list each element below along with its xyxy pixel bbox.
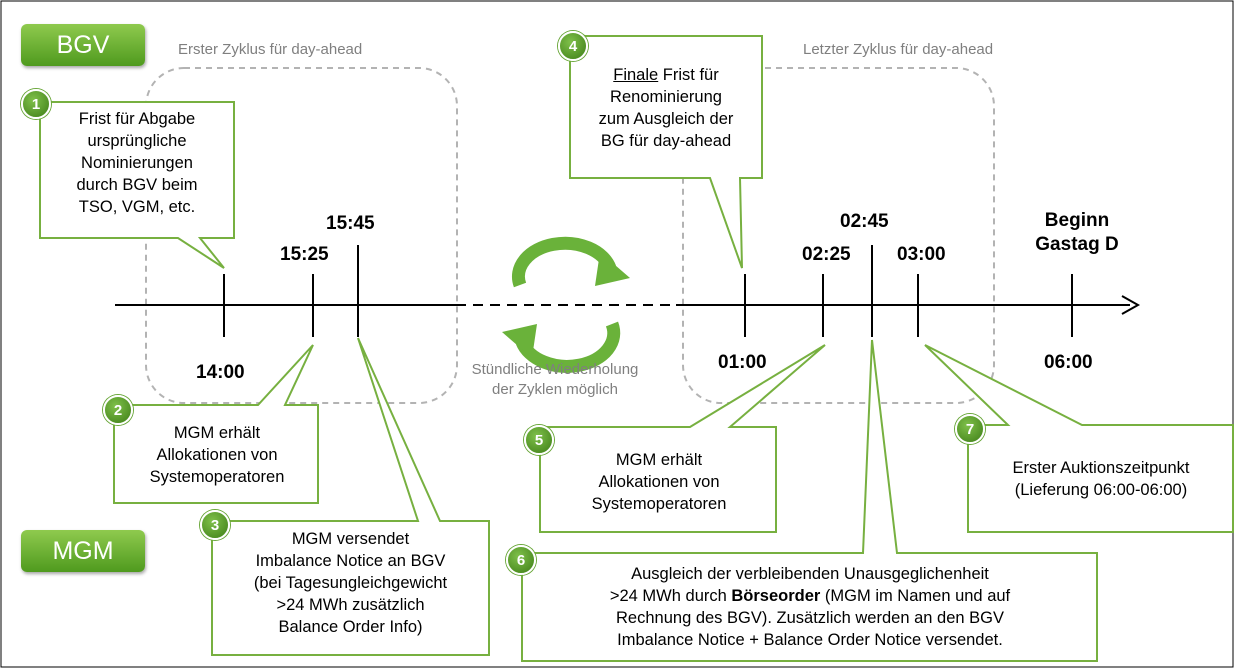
callout-6-line: Imbalance Notice + Balance Order Notice … <box>617 631 1003 649</box>
callout-7-line: Erster Auktionszeitpunkt <box>1012 459 1190 477</box>
callout-6-box <box>521 339 1098 662</box>
callout-1-line: ursprüngliche <box>87 132 187 150</box>
callout-3-line: MGM versendet <box>291 530 410 548</box>
callout-6-line: Ausgleich der verbleibenden Unausgeglich… <box>631 565 989 583</box>
callout-1-box <box>39 101 235 269</box>
number-badge-2: 2 <box>103 395 133 425</box>
number-badge-4: 4 <box>558 31 588 61</box>
callout-7-box <box>924 344 1234 533</box>
callout-3-box <box>211 337 490 656</box>
callout-2-box <box>113 344 319 504</box>
time-0245: 02:45 <box>840 211 889 232</box>
callout-3-line: >24 MWh zusätzlich <box>276 596 425 614</box>
callout-6-line: Rechnung des BGV). Zusätzlich werden an … <box>616 609 1004 627</box>
beginn-line2: Gastag D <box>1035 234 1119 255</box>
callout-3-line: Imbalance Notice an BGV <box>255 552 446 570</box>
callout-4-text: Finale Frist für Renominierung zum Ausgl… <box>572 64 760 152</box>
callout-1-line: Frist für Abgabe <box>78 110 196 128</box>
callout-6-text: Ausgleich der verbleibenden Unausgeglich… <box>526 563 1094 651</box>
callout-2-line: MGM erhält <box>173 424 261 442</box>
time-0300: 03:00 <box>897 244 946 265</box>
mgm-badge: MGM <box>21 530 145 572</box>
number-badge-7: 7 <box>955 414 985 444</box>
time-0100: 01:00 <box>718 352 767 373</box>
callout-5-line: MGM erhält <box>615 451 703 469</box>
callout-1-line: Nominierungen <box>81 154 193 172</box>
repeat-cycle-icon <box>502 236 630 373</box>
callout-4-underlined: Finale <box>613 66 659 84</box>
time-0600: 06:00 <box>1044 352 1093 373</box>
callout-2-line: Systemoperatoren <box>149 468 285 486</box>
repeat-caption-line1: Stündliche Wiederholung <box>471 361 639 378</box>
callout-1-line: durch BGV beim <box>76 176 198 194</box>
time-1545: 15:45 <box>326 213 375 234</box>
number-badge-3: 3 <box>200 510 230 540</box>
first-cycle-caption: Erster Zyklus für day-ahead <box>178 41 363 58</box>
callout-5-text: MGM erhält Allokationen von Systemoperat… <box>544 449 774 515</box>
callout-6-line: >24 MWh durch Börseorder (MGM im Namen u… <box>526 585 1094 607</box>
callout-7-line: (Lieferung 06:00-06:00) <box>1014 481 1188 499</box>
number-badge-5: 5 <box>524 425 554 455</box>
repeat-caption-line2: der Zyklen möglich <box>492 381 618 398</box>
callout-7-text: Erster Auktionszeitpunkt (Lieferung 06:0… <box>972 457 1230 501</box>
repeat-caption: Stündliche Wiederholung der Zyklen mögli… <box>460 360 650 400</box>
callout-4-line1-rest: Frist für <box>658 66 719 84</box>
callout-1-line: TSO, VGM, etc. <box>78 198 196 216</box>
callout-3-line: (bei Tagesungleichgewicht <box>253 574 448 592</box>
beginn-gastag-label: Beginn Gastag D <box>1022 209 1132 257</box>
callout-2-text: MGM erhält Allokationen von Systemoperat… <box>118 422 316 488</box>
callout-4-line: zum Ausgleich der <box>598 110 734 128</box>
callout-6-line2-post: (MGM im Namen und auf <box>820 587 1011 605</box>
callout-5-box <box>539 344 826 533</box>
callout-4-line: Finale Frist für <box>572 64 760 86</box>
callout-4-box <box>569 35 763 269</box>
callout-6-line2-pre: >24 MWh durch <box>609 587 732 605</box>
callout-2-line: Allokationen von <box>156 446 278 464</box>
number-badge-6: 6 <box>506 545 536 575</box>
time-0225: 02:25 <box>802 244 851 265</box>
callout-5-line: Systemoperatoren <box>591 495 727 513</box>
bgv-badge: BGV <box>21 24 145 66</box>
beginn-line1: Beginn <box>1044 210 1110 231</box>
callout-4-line: Renominierung <box>610 88 722 106</box>
callout-5-line: Allokationen von <box>598 473 720 491</box>
callout-3-text: MGM versendet Imbalance Notice an BGV (b… <box>214 528 487 638</box>
time-1400: 14:00 <box>196 362 245 383</box>
callout-1-text: Frist für Abgabe ursprüngliche Nominieru… <box>42 108 232 218</box>
time-1525: 15:25 <box>280 244 329 265</box>
callout-6-bold-borseorder: Börseorder <box>731 587 821 605</box>
callout-4-line: BG für day-ahead <box>600 132 732 150</box>
callout-3-line: Balance Order Info) <box>278 618 423 636</box>
timeline-axis <box>115 295 1141 315</box>
number-badge-1: 1 <box>21 89 51 119</box>
last-cycle-box <box>682 67 995 404</box>
last-cycle-caption: Letzter Zyklus für day-ahead <box>803 41 994 58</box>
